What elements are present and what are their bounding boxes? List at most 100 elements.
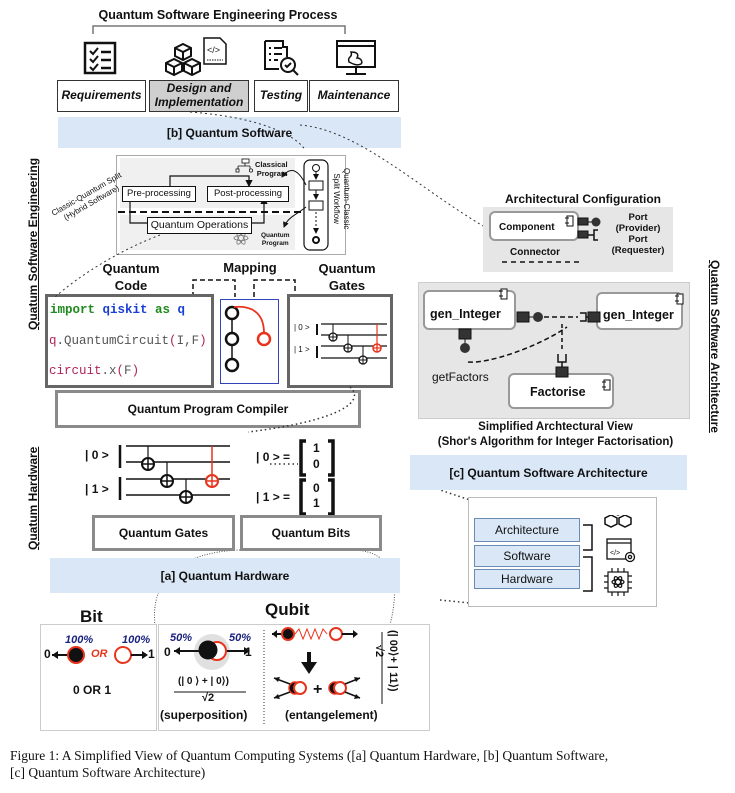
bit-result: 0 OR 1 bbox=[73, 683, 112, 697]
side-label-hardware: Quatum Hardware bbox=[26, 446, 40, 550]
stack-software: Software bbox=[474, 545, 580, 567]
side-label-architecture: Quatum Software Architecture bbox=[708, 260, 722, 433]
code-token: ) bbox=[131, 364, 140, 378]
gen-integer-right-label: gen_Integer bbox=[603, 308, 674, 322]
stage-label: Requirements bbox=[61, 88, 142, 103]
gen-integer-left-label: gen_Integer bbox=[430, 307, 501, 321]
hw-ket1: | 1 > bbox=[85, 482, 109, 496]
stage-maintenance[interactable]: Maintenance bbox=[309, 80, 399, 112]
entanglement-label: (entangelement) bbox=[285, 708, 378, 722]
bit-100-right: 100% bbox=[122, 634, 151, 646]
bit-title: Bit bbox=[80, 607, 103, 626]
bit-states bbox=[52, 646, 148, 664]
gates-ket0: | 0 > bbox=[294, 323, 310, 332]
band-quantum-hardware: [a] Quantum Hardware bbox=[50, 558, 400, 593]
svg-text:</>: </> bbox=[610, 550, 620, 557]
code-token: I,F bbox=[176, 334, 200, 348]
band-quantum-software-architecture: [c] Quantum Software Architecture bbox=[410, 455, 687, 490]
code-token: q bbox=[49, 334, 57, 348]
code-line-2: q.QuantumCircuit(I,F) bbox=[49, 334, 207, 348]
monitor-bug-icon bbox=[336, 40, 376, 75]
quantum-operations-box: Quantum Operations bbox=[147, 217, 252, 234]
gates-title-line1: Quantum bbox=[318, 261, 376, 276]
caption-line2: [c] Quantum Software Architecture) bbox=[10, 765, 206, 780]
code-token: circuit bbox=[49, 364, 102, 378]
code-token: ( bbox=[116, 364, 125, 378]
quantum-gates-box[interactable]: Quantum Gates bbox=[92, 515, 235, 551]
port-provider-line1: Port bbox=[628, 212, 648, 223]
port-legend bbox=[565, 215, 601, 241]
component-label: Component bbox=[499, 222, 555, 233]
port-provider-label: Port(Provider)Port(Requester) bbox=[610, 212, 666, 256]
vec0-bottom: 0 bbox=[313, 457, 320, 471]
qubit-zero: 0 bbox=[164, 645, 171, 659]
compiler-label: Quantum Program Compiler bbox=[127, 402, 289, 416]
code-token: ) bbox=[199, 334, 207, 348]
bit-100-left: 100% bbox=[65, 634, 94, 646]
stage-requirements[interactable]: Requirements bbox=[57, 80, 146, 112]
ket0-vector-equation: | 0 > = bbox=[256, 450, 291, 464]
quantum-bits-box-label: Quantum Bits bbox=[271, 526, 351, 540]
superposition-fraction-bar bbox=[174, 691, 246, 693]
code-line-1: import qiskit as q bbox=[50, 303, 185, 317]
svg-text:</>: </> bbox=[207, 45, 220, 55]
code-token: .x bbox=[101, 364, 117, 378]
code-token: F bbox=[124, 364, 132, 378]
factorise-label: Factorise bbox=[530, 385, 586, 399]
code-token: qiskit bbox=[102, 303, 156, 317]
post-processing-box: Post-processing bbox=[207, 186, 289, 202]
entanglement-diagram: + bbox=[272, 627, 383, 704]
stage-testing[interactable]: Testing bbox=[254, 80, 308, 112]
quantum-program-compiler[interactable]: Quantum Program Compiler bbox=[55, 390, 361, 428]
arch-view-wiring bbox=[458, 288, 684, 391]
code-title-line1: Quantum bbox=[102, 261, 160, 276]
code-title-line2: Code bbox=[114, 278, 148, 293]
connector-label: Connector bbox=[510, 247, 560, 258]
side-label-software-engineering: Quatum Software Engineering bbox=[26, 157, 40, 330]
ket1-vector-equation: | 1 > = bbox=[256, 490, 291, 504]
superposition-numerator: (| 0 ⟩ + | 0⟩) bbox=[178, 676, 229, 687]
figure-caption: Figure 1: A Simplified View of Quantum C… bbox=[10, 747, 730, 781]
bit-one: 1 bbox=[148, 647, 155, 661]
code-token: import bbox=[50, 303, 103, 317]
band-quantum-software: [b] Quantum Software bbox=[58, 117, 401, 148]
superposition-state bbox=[174, 634, 250, 670]
superposition-denominator: √2 bbox=[202, 692, 215, 704]
code-line-3: circuit.x(F) bbox=[49, 364, 139, 378]
code-token: as bbox=[155, 303, 178, 317]
quantum-bits-box[interactable]: Quantum Bits bbox=[240, 515, 382, 551]
stage-label: Maintenance bbox=[317, 88, 391, 103]
bit-panel bbox=[40, 624, 157, 731]
arch-caption-line2: (Shor's Algorithm for Integer Factorisat… bbox=[437, 436, 674, 448]
code-file-icon: </> bbox=[203, 37, 227, 65]
caption-line1: Figure 1: A Simplified View of Quantum C… bbox=[10, 748, 609, 763]
code-window-gear-icon: </> bbox=[606, 538, 636, 563]
vec1-bottom: 1 bbox=[313, 496, 320, 510]
svg-text:+: + bbox=[313, 681, 322, 698]
component-legend: Component bbox=[489, 211, 579, 241]
stack-hardware: Hardware bbox=[474, 569, 580, 589]
stack-architecture: Architecture bbox=[474, 518, 580, 542]
gates-circuit bbox=[316, 323, 387, 365]
mapping-title: Mapping bbox=[223, 260, 277, 275]
port-requester-line2: (Requester) bbox=[611, 245, 665, 256]
bit-zero: 0 bbox=[44, 647, 51, 661]
qubit-mapping-graph bbox=[224, 305, 272, 373]
hw-ket0: | 0 > bbox=[85, 448, 109, 462]
quantum-program-line1: Quantum bbox=[261, 232, 290, 239]
gates-ket1: | 1 > bbox=[294, 345, 310, 354]
cubes-icon bbox=[165, 42, 201, 77]
vec0-top: 1 bbox=[313, 441, 320, 455]
checklist-icon bbox=[83, 41, 117, 75]
component-gen-integer-right[interactable]: gen_Integer bbox=[596, 292, 683, 330]
arch-config-title: Architectural Configuration bbox=[504, 192, 661, 206]
process-bracket bbox=[92, 25, 346, 34]
stage-design-implementation[interactable]: Design and Implementation bbox=[149, 80, 249, 112]
port-requester-line1: Port bbox=[628, 234, 648, 245]
test-document-icon bbox=[264, 40, 299, 76]
cubes-small-icon bbox=[604, 515, 632, 528]
classical-program-line1: Classical bbox=[255, 160, 288, 169]
